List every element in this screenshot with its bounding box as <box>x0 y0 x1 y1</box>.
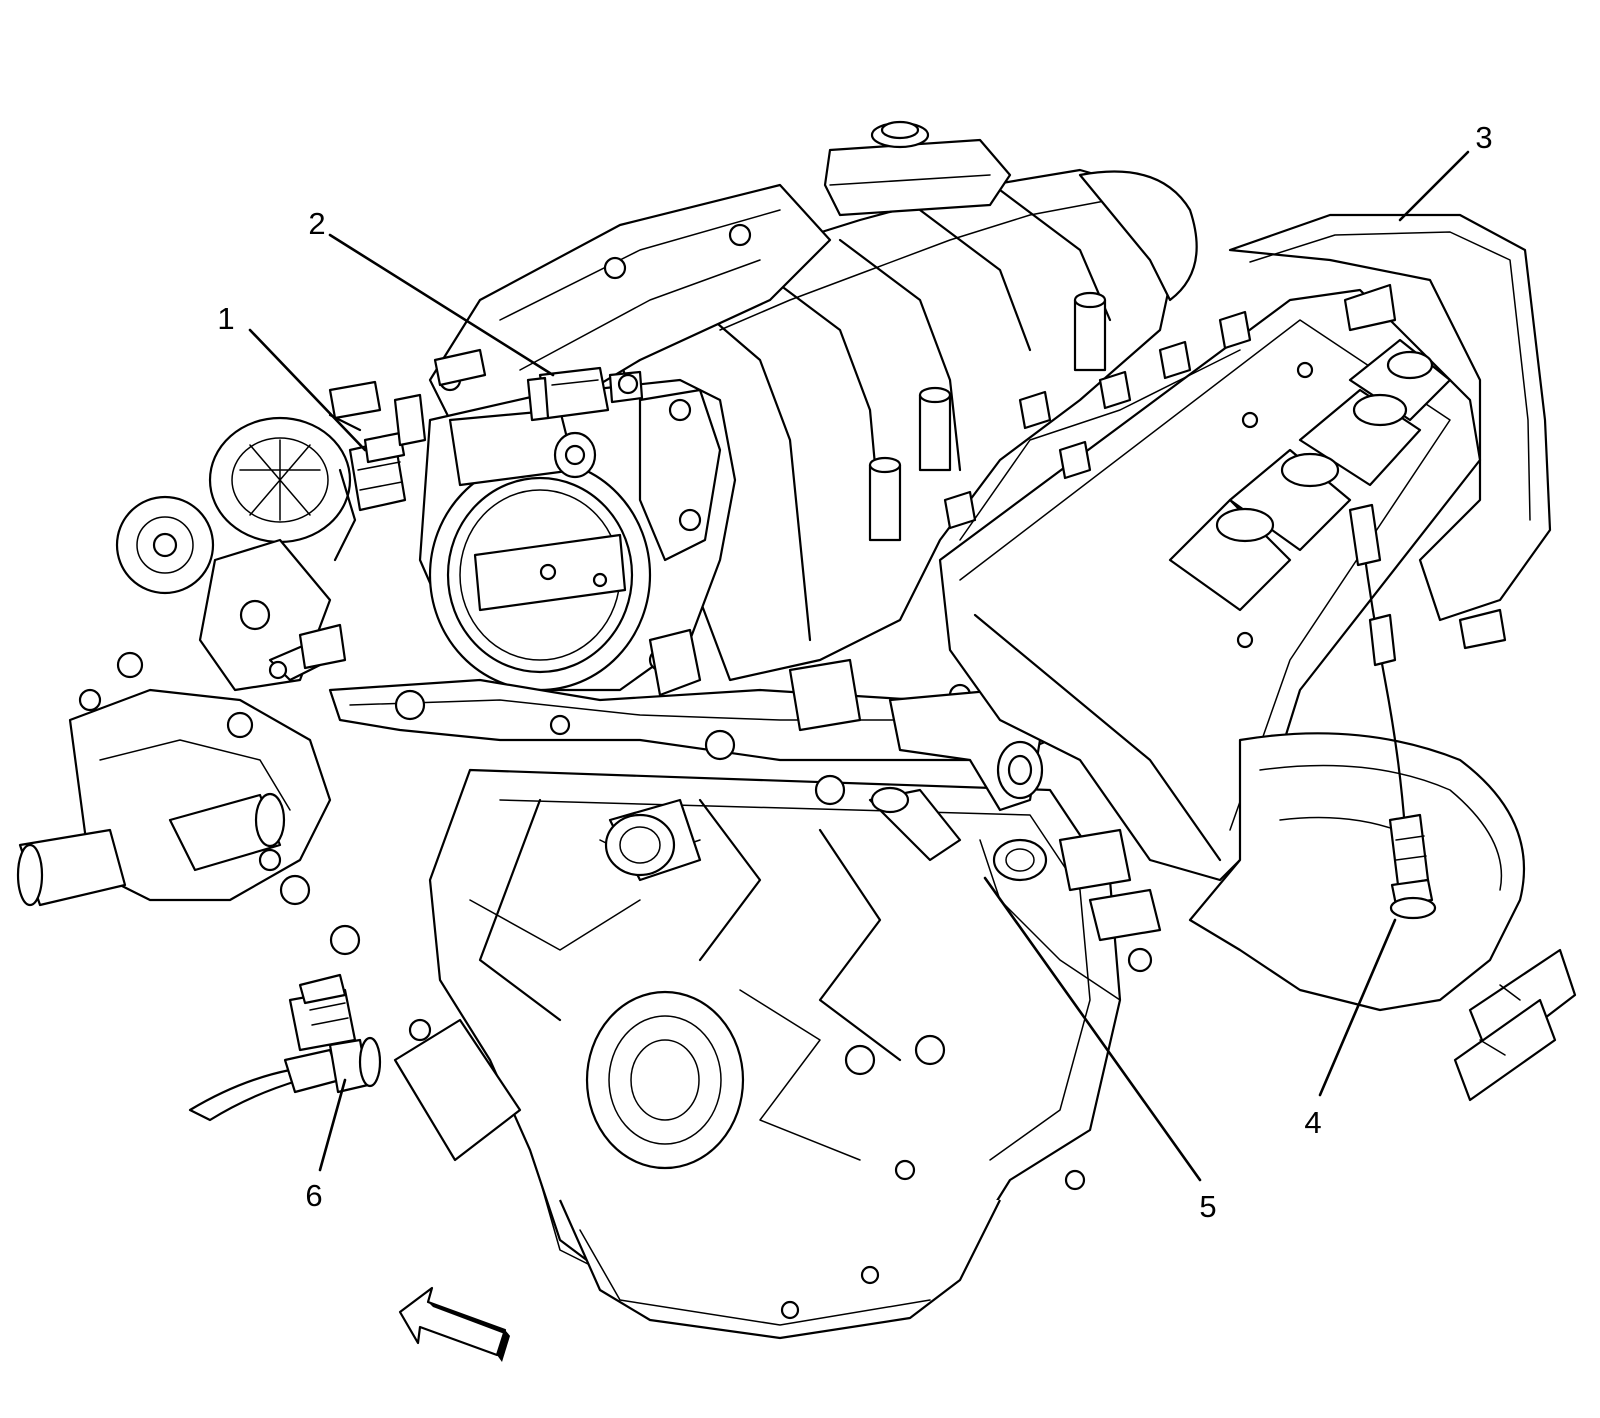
callout-label-6: 6 <box>305 1178 322 1213</box>
left-cylinder-head <box>428 183 832 442</box>
sensor-6 <box>188 973 522 1162</box>
sensor-5-area <box>979 828 1162 1001</box>
callout-label-3: 3 <box>1475 120 1492 155</box>
callout-label-1: 1 <box>217 301 234 336</box>
engine-block-front-cover <box>408 768 1122 1340</box>
callout-labels: 1 2 3 4 5 6 <box>217 120 1492 1224</box>
front-direction-arrow-icon <box>398 1286 510 1362</box>
leader-3 <box>1398 150 1470 222</box>
callout-leaders <box>248 150 1470 1182</box>
leader-4 <box>1318 918 1397 1097</box>
exhaust-manifold-right <box>1188 732 1577 1102</box>
leader-6 <box>318 1078 347 1172</box>
leader-2 <box>328 233 555 377</box>
right-cylinder-head <box>938 213 1552 882</box>
sensor-connector-1 <box>328 380 427 562</box>
throttle-position-sensor-connector <box>526 366 644 422</box>
callout-label-2: 2 <box>308 206 325 241</box>
throttle-body <box>418 378 737 697</box>
callout-label-5: 5 <box>1199 1189 1216 1224</box>
leader-1 <box>248 328 367 452</box>
leader-5 <box>983 876 1202 1182</box>
oxygen-sensor-right <box>1348 503 1437 920</box>
accessory-drive <box>16 416 361 956</box>
callout-label-4: 4 <box>1304 1105 1321 1140</box>
